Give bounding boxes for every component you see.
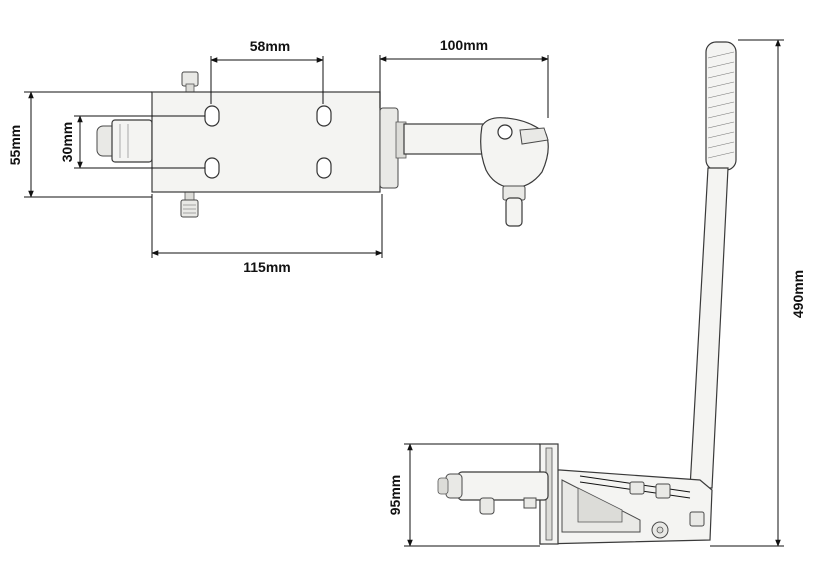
dimension-490mm: 490mm xyxy=(710,39,806,547)
dimension-label: 30mm xyxy=(59,122,75,162)
lever-grip xyxy=(705,41,737,171)
side-view-handbrake xyxy=(437,41,737,545)
mount-hole xyxy=(204,105,220,127)
mount-hole xyxy=(204,157,220,179)
dimension-label: 58mm xyxy=(250,38,290,54)
mount-hole xyxy=(316,105,332,127)
dimension-115mm: 115mm xyxy=(151,194,383,275)
dimension-100mm: 100mm xyxy=(379,37,549,118)
dimension-95mm: 95mm xyxy=(387,443,540,547)
dimension-label: 95mm xyxy=(387,475,403,515)
dimension-30mm: 30mm xyxy=(59,115,205,169)
lever-shaft xyxy=(689,167,729,489)
mount-hole xyxy=(316,157,332,179)
dimension-label: 100mm xyxy=(440,37,488,53)
dimension-58mm: 58mm xyxy=(210,38,324,104)
dimension-label: 490mm xyxy=(790,270,806,318)
dimension-label: 55mm xyxy=(7,125,23,165)
master-cylinder xyxy=(457,471,549,501)
mount-plate xyxy=(151,91,381,193)
dimension-55mm: 55mm xyxy=(7,91,152,198)
top-view-mount xyxy=(96,71,549,227)
dimension-label: 115mm xyxy=(243,259,290,275)
